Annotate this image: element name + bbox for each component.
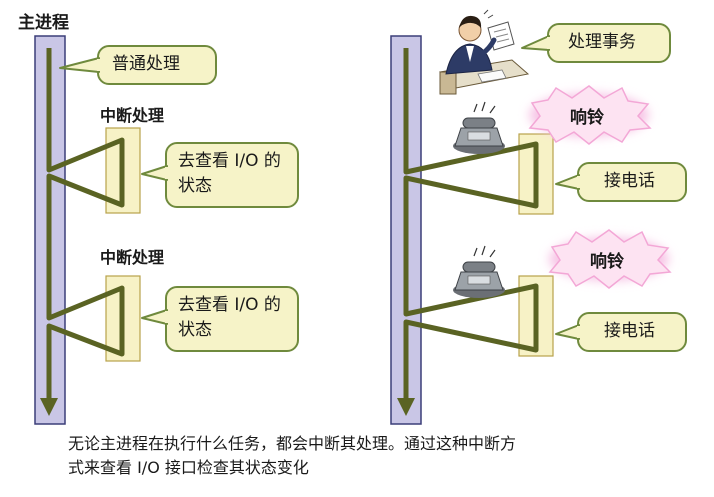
- interrupt-title-1: 中断处理: [100, 106, 165, 125]
- check-io-label-2: 去查看 I/O 的 状态: [178, 293, 281, 343]
- answer-phone-label-1: 接电话: [604, 171, 655, 191]
- ring-label-2: 响铃: [590, 252, 624, 272]
- handle-work-label: 处理事务: [568, 32, 636, 52]
- check-io-label-1: 去查看 I/O 的 状态: [178, 149, 281, 199]
- check-io-label-1-line1: 去查看 I/O 的: [178, 151, 281, 171]
- left-check-callout-bubble-1: [141, 142, 299, 208]
- left-normal-callout-bubble: [59, 45, 217, 85]
- caption-line-1: 无论主进程在执行什么任务，都会中断其处理。通过这种中断方: [68, 434, 517, 453]
- normal-processing-label: 普通处理: [112, 54, 180, 74]
- left-check-callout-bubble-2: [141, 286, 299, 352]
- main-process-title: 主进程: [18, 13, 69, 33]
- left-arrowhead: [40, 398, 58, 416]
- check-io-label-2-line2: 状态: [178, 320, 212, 340]
- right-arrowhead: [397, 398, 415, 416]
- caption-line-2: 式来查看 I/O 接口检查其状态变化: [68, 458, 309, 477]
- right-answer-callout-bubble-2: [555, 312, 687, 352]
- interrupt-title-2: 中断处理: [100, 248, 165, 267]
- right-flow-path: [403, 48, 539, 400]
- ring-burst-1: [528, 85, 652, 145]
- check-io-label-1-line2: 状态: [178, 176, 212, 196]
- right-answer-callout-bubble-1: [555, 162, 687, 202]
- caption: 无论主进程在执行什么任务，都会中断其处理。通过这种中断方 式来查看 I/O 接口…: [68, 432, 668, 480]
- telephone-icon-1: [453, 101, 505, 154]
- check-io-label-2-line1: 去查看 I/O 的: [178, 295, 281, 315]
- right-work-callout-bubble: [521, 23, 671, 63]
- ring-burst-2: [548, 229, 672, 289]
- left-flow-path: [46, 48, 125, 400]
- telephone-icon-2: [453, 245, 505, 298]
- ring-label-1: 响铃: [570, 108, 604, 128]
- answer-phone-label-2: 接电话: [604, 321, 655, 341]
- office-worker-illustration: [438, 9, 530, 95]
